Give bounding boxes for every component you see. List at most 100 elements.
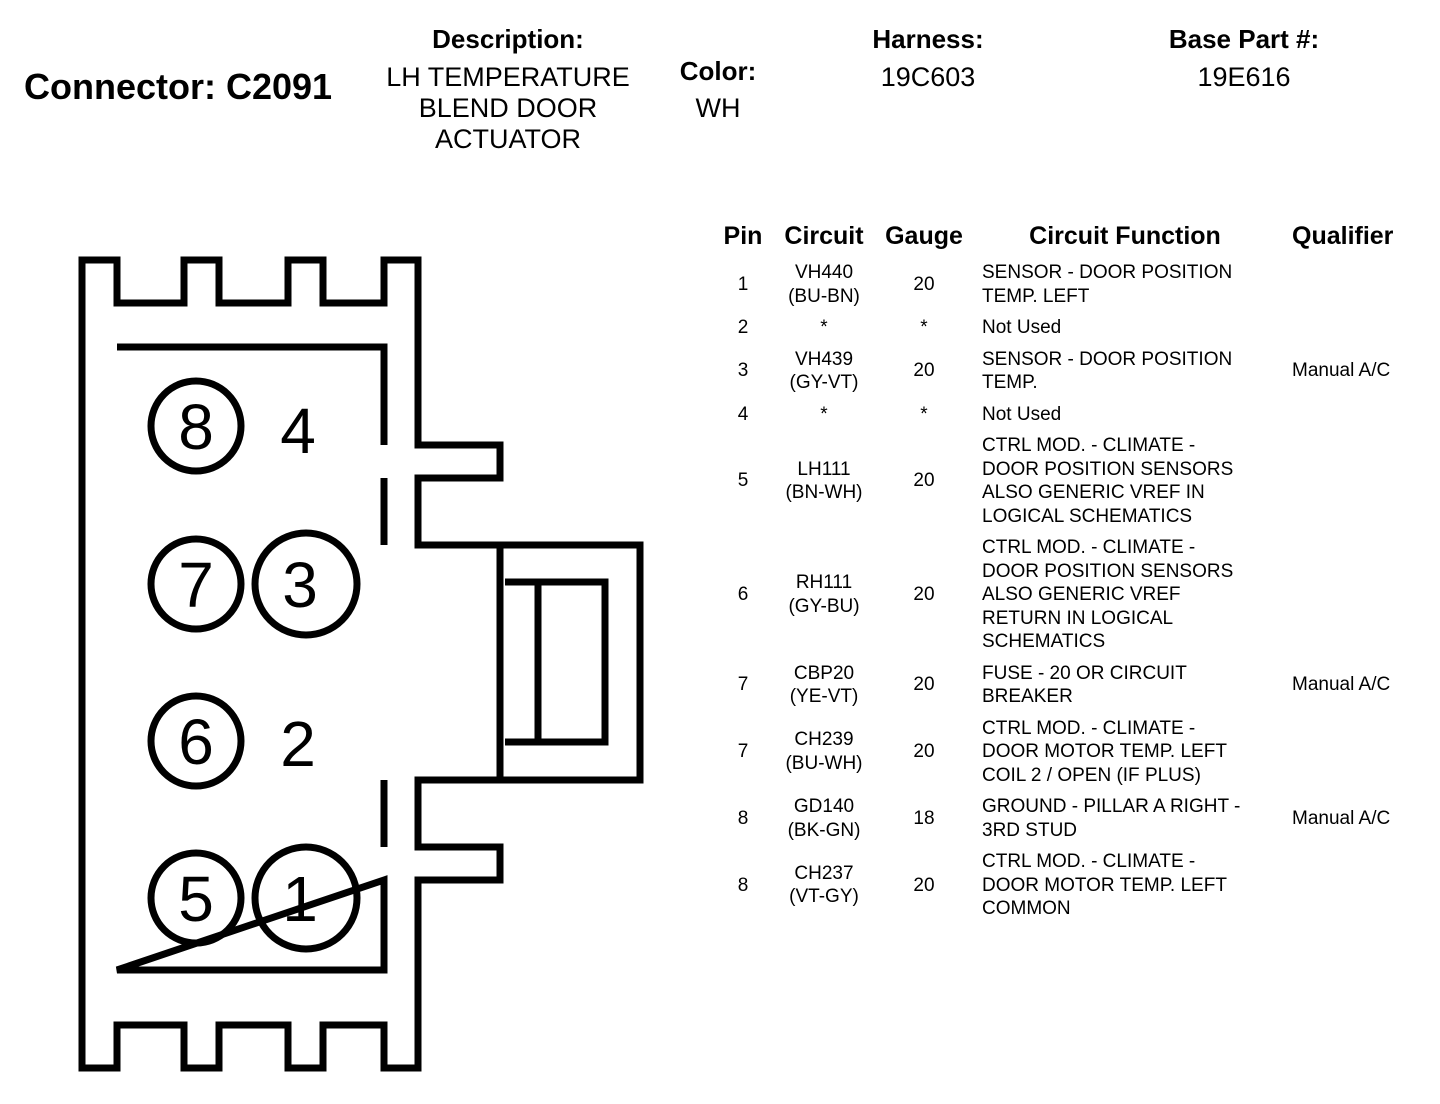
color-label: Color: [679, 56, 757, 86]
description-line: LH TEMPERATURE [386, 62, 630, 92]
function-line: Not Used [982, 403, 1062, 425]
qualifier-cell [1276, 399, 1400, 431]
gauge-cell: 20 [913, 584, 935, 605]
function-line: BREAKER [982, 686, 1073, 707]
function-cell: CTRL MOD. - CLIMATE -DOOR POSITION SENSO… [974, 532, 1276, 658]
pin-label: 5 [178, 863, 214, 935]
pin-cell: 7 [737, 674, 749, 696]
function-line: CTRL MOD. - CLIMATE - [982, 435, 1196, 456]
circuit-cell: GD140(BK-GN) [774, 791, 874, 846]
function-line: ALSO GENERIC VREF [982, 584, 1181, 605]
function-cell: Not Used [974, 399, 1276, 431]
circuit-line: * [820, 403, 828, 425]
pin-label: 8 [178, 391, 214, 463]
gauge-cell: 20 [913, 470, 935, 492]
qualifier-cell [1276, 713, 1400, 792]
column-header-pin: Pin [723, 222, 763, 250]
column-header-circuit: Circuit [784, 222, 864, 250]
circuit-line: * [820, 317, 828, 338]
function-line: ALSO GENERIC VREF IN [982, 482, 1205, 503]
circuit-line: VH439 [794, 348, 854, 370]
circuit-line: (VT-GY) [789, 886, 859, 908]
circuit-line: RH111 [795, 572, 853, 594]
circuit-cell: CBP20(YE-VT) [774, 658, 874, 713]
function-cell: CTRL MOD. - CLIMATE -DOOR POSITION SENSO… [974, 430, 1276, 532]
function-line: COMMON [982, 898, 1071, 919]
pin-cell: 6 [737, 584, 749, 605]
function-line: TEMP. LEFT [982, 285, 1090, 307]
description-value: LH TEMPERATURE BLEND DOOR ACTUATOR [360, 62, 656, 155]
circuit-line: (BU-WH) [785, 752, 863, 774]
circuit-line: CBP20 [793, 662, 855, 684]
circuit-cell: RH111(GY-BU) [774, 532, 874, 658]
color-value: WH [695, 93, 741, 123]
qualifier-cell [1276, 257, 1400, 312]
circuit-line: (BN-WH) [785, 482, 863, 503]
pin-label: 3 [282, 549, 318, 621]
column-header-function: Circuit Function [1029, 222, 1221, 250]
function-line: DOOR POSITION SENSORS [982, 560, 1234, 582]
pin-6-cavity [147, 692, 245, 790]
connector-title: Connector: C2091 [24, 66, 333, 107]
pinout-table: Pin Circuit Gauge Circuit Function Quali… [712, 222, 1400, 925]
function-line: FUSE - 20 OR CIRCUIT [982, 662, 1187, 684]
description-line: ACTUATOR [434, 124, 581, 154]
pin-3-cavity [251, 529, 361, 639]
column-header-qualifier: Qualifier [1292, 222, 1394, 250]
function-line: GROUND - PILLAR A RIGHT - [982, 796, 1241, 817]
description-line: BLEND DOOR [418, 93, 598, 123]
qualifier-cell: Manual A/C [1292, 360, 1391, 382]
qualifier-cell: Manual A/C [1292, 807, 1391, 829]
circuit-cell: CH239(BU-WH) [774, 713, 874, 792]
column-header-gauge: Gauge [885, 222, 963, 250]
pin-label: 6 [178, 706, 214, 778]
gauge-cell: 20 [913, 273, 935, 295]
circuit-line: (YE-VT) [789, 686, 859, 707]
table-row: 6 RH111(GY-BU) 20 CTRL MOD. - CLIMATE -DOOR… [712, 532, 1400, 658]
circuit-cell: VH439(GY-VT) [774, 344, 874, 399]
function-line: DOOR MOTOR TEMP. LEFT [982, 741, 1227, 762]
base-part-label: Base Part #: [1168, 24, 1320, 54]
pin-cell: 5 [737, 470, 749, 492]
pin-cell: 4 [737, 403, 749, 425]
circuit-line: (GY-BU) [788, 595, 860, 617]
description-label: Description: [432, 24, 584, 54]
circuit-line: CH237 [794, 862, 854, 884]
circuit-line: (GY-VT) [789, 372, 859, 393]
function-line: DOOR POSITION SENSORS [982, 458, 1234, 480]
qualifier-cell [1276, 312, 1400, 344]
base-part-value: 19E616 [1197, 62, 1291, 92]
pin-label: 7 [178, 549, 214, 621]
connector-face-diagram: 8 4 7 3 6 2 5 1 [78, 256, 644, 1072]
connector-inner-cavity [115, 343, 388, 974]
function-line: CTRL MOD. - CLIMATE - [982, 851, 1196, 872]
gauge-cell: * [920, 403, 928, 425]
function-line: LOGICAL SCHEMATICS [982, 505, 1193, 527]
gauge-cell: * [920, 317, 928, 338]
pin-cell: 1 [737, 273, 749, 295]
pin-label: 4 [280, 395, 316, 467]
function-line: SENSOR - DOOR POSITION [982, 262, 1233, 283]
gauge-cell: 20 [913, 741, 935, 762]
qualifier-cell [1276, 430, 1400, 532]
circuit-cell: LH111(BN-WH) [774, 430, 874, 532]
circuit-line: GD140 [793, 796, 855, 817]
function-line: COIL 2 / OPEN (IF PLUS) [982, 764, 1201, 786]
circuit-cell: * [774, 312, 874, 344]
table-row: 4 * * Not Used [712, 399, 1400, 431]
qualifier-cell [1276, 532, 1400, 658]
function-line: 3RD STUD [982, 819, 1078, 841]
function-cell: CTRL MOD. - CLIMATE -DOOR MOTOR TEMP. LE… [974, 846, 1276, 925]
circuit-line: CH239 [794, 729, 854, 751]
function-cell: Not Used [974, 312, 1276, 344]
table-header-row: Pin Circuit Gauge Circuit Function Quali… [712, 222, 1400, 257]
harness-label: Harness: [872, 24, 984, 54]
